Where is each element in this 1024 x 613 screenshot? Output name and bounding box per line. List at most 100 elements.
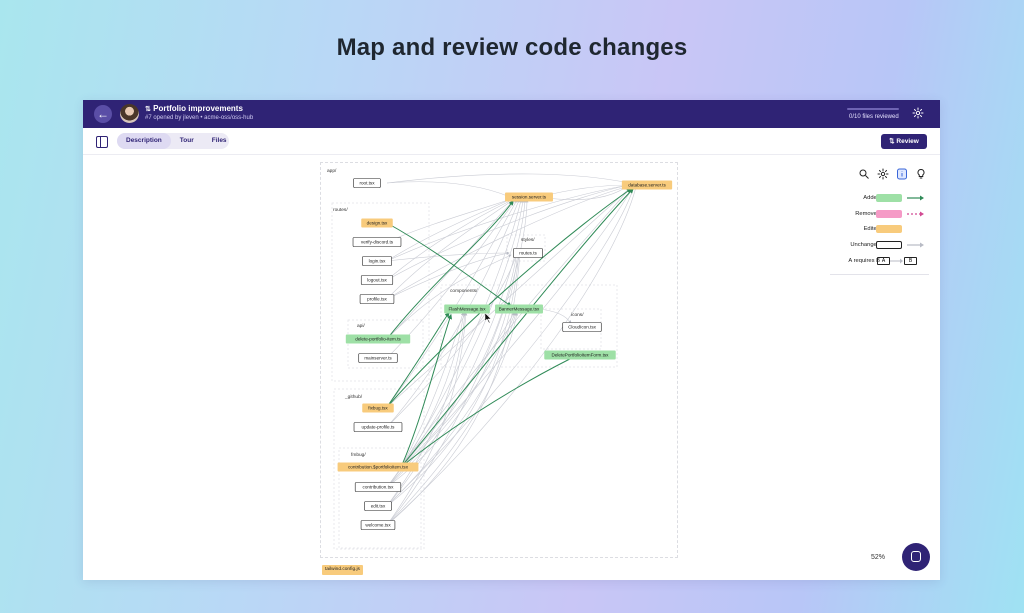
graph-node-box	[337, 462, 419, 472]
graph-node-box	[364, 501, 392, 511]
graph-node-styles-routes[interactable]: routes.ts	[513, 248, 543, 258]
graph-node-mainserver[interactable]: mainserver.ts	[358, 353, 398, 363]
legend-requires-label: A requires B	[848, 258, 880, 264]
graph-node-label: fixbug.tsx	[368, 406, 388, 411]
graph-node-welcome[interactable]: welcome.tsx	[360, 520, 396, 530]
graph-node-design[interactable]: design.tsx	[361, 218, 393, 228]
graph-node-box	[360, 520, 396, 530]
graph-node-flash[interactable]: FlashMessage.tsx	[444, 304, 490, 314]
legend-unchanged: Unchanged	[830, 241, 930, 251]
group-frame-fmbug	[338, 447, 422, 549]
graph-node-box	[444, 304, 490, 314]
gear-icon[interactable]	[877, 168, 889, 180]
graph-node-contribution[interactable]: contribution.tsx	[354, 482, 402, 492]
chat-button[interactable]	[902, 543, 930, 571]
graph-node-verify[interactable]: verify-discord.ts	[352, 237, 402, 247]
pull-request-icon: ⇅	[889, 138, 895, 145]
graph-node-root[interactable]: root.tsx	[353, 178, 381, 188]
legend-removed-label: Removed	[855, 211, 880, 217]
group-frame-github	[333, 388, 425, 550]
gear-icon[interactable]	[912, 107, 924, 119]
page-headline: Map and review code changes	[336, 34, 688, 61]
group-label-routes: routes/	[333, 207, 348, 213]
unchanged-edges	[386, 173, 637, 526]
legend-added: Added	[830, 194, 930, 204]
review-progress-bar	[847, 108, 899, 110]
graph-node-box	[360, 275, 394, 285]
graph-node-cloudicon[interactable]: CloudIcon.tsx	[562, 322, 602, 332]
zoom-level: 52%	[871, 554, 886, 561]
graph-node-label: CloudIcon.tsx	[568, 325, 597, 330]
tab-description[interactable]: Description	[117, 133, 171, 149]
graph-node-banner[interactable]: BannerMessage.tsx	[495, 304, 543, 314]
graph-node-update-profile[interactable]: update-profile.ts	[353, 422, 403, 432]
legend-edited: Edited	[830, 225, 930, 235]
group-label-github: _github/	[344, 394, 363, 400]
tab-files[interactable]: Files	[211, 137, 227, 144]
group-frame-components	[440, 284, 618, 368]
legend-divider	[830, 274, 929, 275]
graph-node-logout[interactable]: logout.tsx	[360, 275, 394, 285]
group-label-root: app/	[327, 168, 337, 174]
graph-node-session[interactable]: session.server.ts	[505, 192, 553, 202]
pr-title-text: Portfolio improvements	[153, 104, 243, 113]
graph-node-label: update-profile.ts	[362, 425, 396, 430]
legend-removed: Removed	[830, 210, 930, 220]
group-label-components: components/	[450, 288, 478, 294]
graph-node-login[interactable]: login.tsx	[362, 256, 392, 266]
lightbulb-icon[interactable]	[915, 168, 927, 180]
tab-tour[interactable]: Tour	[179, 137, 194, 144]
graph-node-label: logout.tsx	[367, 278, 387, 283]
group-label-styles: styles/	[521, 237, 535, 243]
legend-node-a: A	[877, 257, 890, 265]
graph-node-box	[361, 218, 393, 228]
graph-node-box	[353, 422, 403, 432]
legend-edited-label: Edited	[863, 226, 880, 232]
legend-removed-swatch	[876, 210, 902, 218]
group-frame-api	[347, 319, 424, 369]
graph-node-edit[interactable]: edit.tsx	[364, 501, 392, 511]
files-reviewed-count: 0/10 files reviewed	[849, 114, 899, 120]
graph-node-box	[358, 353, 398, 363]
graph-node-label: delete-portfolio-item.ts	[355, 337, 401, 342]
review-button[interactable]: ⇅ Review	[881, 134, 927, 149]
graph-node-label: verify-discord.ts	[361, 240, 394, 245]
graph-node-label: login.tsx	[369, 259, 387, 264]
graph-node-profile[interactable]: profile.tsx	[359, 294, 395, 304]
graph-node-label: design.tsx	[367, 221, 388, 226]
graph-node-delete-item[interactable]: delete-portfolio-item.ts	[345, 334, 411, 344]
graph-node-database[interactable]: database.server.ts	[621, 180, 673, 190]
avatar	[120, 104, 139, 123]
cursor-icon	[485, 313, 492, 323]
graph-node-box	[621, 180, 673, 190]
graph-node-label: edit.tsx	[371, 504, 386, 509]
graph-node-box	[544, 350, 616, 360]
graph-node-box	[345, 334, 411, 344]
legend-unchanged-arrow	[907, 242, 924, 248]
dependency-graph[interactable]: app/ routes/ styles/ components/ icons/ …	[320, 162, 678, 558]
graph-node-label: profile.tsx	[367, 297, 387, 302]
graph-svg: app/ routes/ styles/ components/ icons/ …	[327, 168, 673, 550]
graph-node-label: FlashMessage.tsx	[448, 307, 486, 312]
graph-node-label: DeletePortfolioItemForm.tsx	[552, 353, 610, 358]
top-bar: ← ⇅ Portfolio improvements #7 opened by …	[83, 100, 940, 128]
legend-requires: A requires B A B	[830, 257, 930, 267]
review-button-label: Review	[896, 138, 919, 145]
search-icon[interactable]	[858, 168, 870, 180]
graph-node-box	[352, 237, 402, 247]
group-label-api: api/	[357, 323, 365, 329]
graph-node-label: database.server.ts	[628, 183, 666, 188]
pull-request-icon: ⇅	[145, 106, 151, 113]
legend-requires-arrow	[890, 258, 903, 264]
group-label-fmbug: fmbug/	[351, 452, 366, 458]
back-button[interactable]: ←	[94, 105, 112, 123]
graph-node-contribution-item[interactable]: contribution.$portfolioItem.tsx	[337, 462, 419, 472]
graph-node-deleteform[interactable]: DeletePortfolioItemForm.tsx	[544, 350, 616, 360]
graph-node-box	[495, 304, 543, 314]
graph-node-box	[513, 248, 543, 258]
info-icon[interactable]	[896, 168, 908, 180]
sidebar-toggle-icon[interactable]	[96, 136, 108, 148]
graph-nodes: root.tsx session.server.ts database.server…	[337, 178, 673, 530]
graph-node-fixbug[interactable]: fixbug.tsx	[362, 403, 394, 413]
node-tailwind-config[interactable]: tailwind.config.js	[322, 565, 363, 575]
